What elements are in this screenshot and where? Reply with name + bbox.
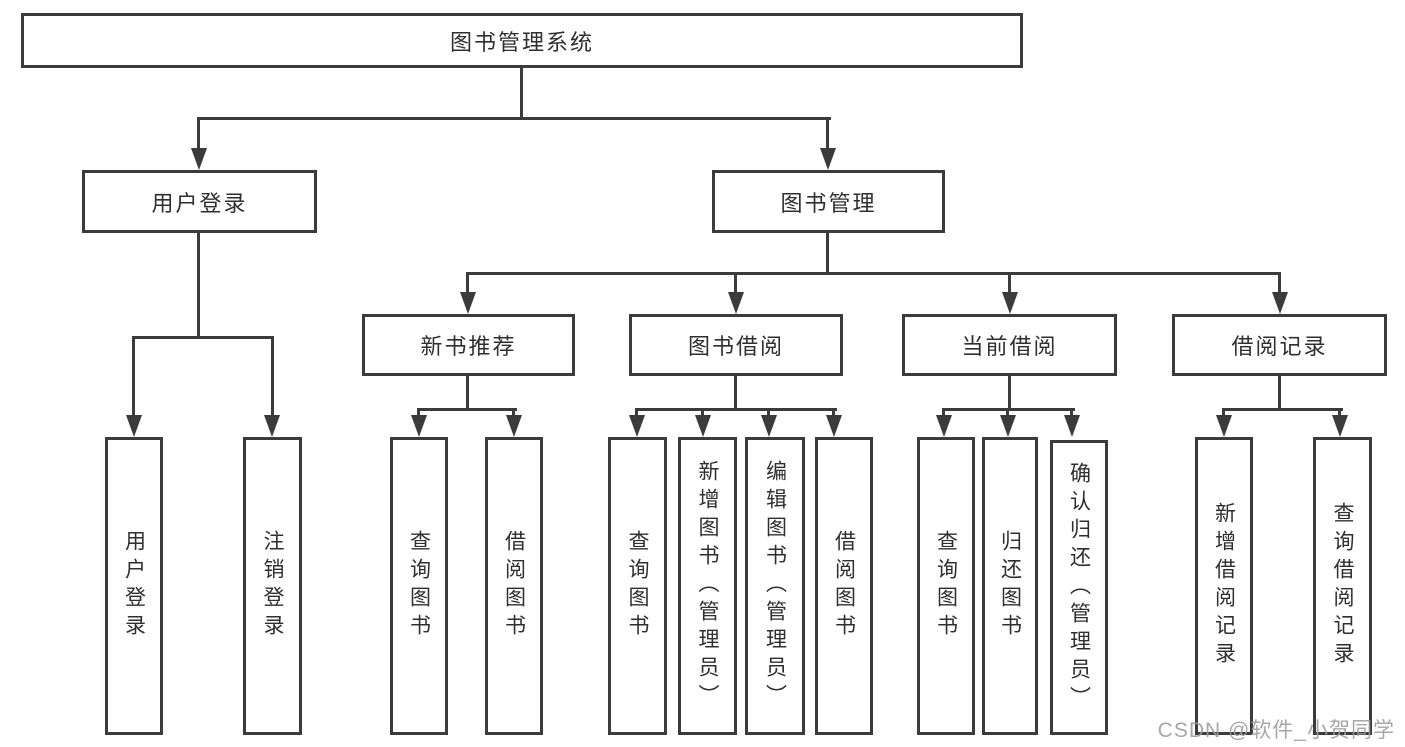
arrow-down-icon	[695, 415, 711, 437]
arrow-down-icon	[936, 415, 952, 437]
connector-line	[1338, 408, 1341, 418]
connector-line	[701, 408, 704, 418]
arrow-down-icon	[1000, 415, 1016, 437]
leaf-label: 确认归还（管理员）	[1067, 461, 1091, 714]
node-new-book-recommend-label: 新书推荐	[420, 334, 517, 359]
node-user-login-label: 用户登录	[151, 190, 248, 216]
arrow-down-icon	[820, 148, 836, 170]
leaf-borrow-books-2: 借阅图书	[815, 437, 873, 735]
arrow-down-icon	[1272, 292, 1288, 314]
leaf-add-borrow-record: 新增借阅记录	[1195, 437, 1253, 735]
node-borrowing-records: 借阅记录	[1172, 314, 1387, 376]
node-system: 图书管理系统	[21, 13, 1023, 68]
leaf-add-books-admin: 新增图书（管理员）	[678, 437, 737, 735]
connector-line	[734, 376, 737, 411]
csdn-watermark: CSDN @软件_小贺同学	[1157, 719, 1395, 742]
leaf-query-books-1: 查询图书	[390, 437, 448, 735]
node-current-borrowing-label: 当前借阅	[961, 334, 1058, 359]
leaf-label: 查询图书	[407, 530, 431, 642]
connector-line	[1008, 376, 1011, 411]
connector-line	[197, 117, 831, 120]
node-system-label: 图书管理系统	[449, 29, 594, 55]
leaf-label: 新增图书（管理员）	[696, 460, 719, 712]
leaf-confirm-return-admin: 确认归还（管理员）	[1050, 440, 1108, 735]
leaf-label: 编辑图书（管理员）	[763, 460, 787, 712]
connector-line	[1008, 272, 1011, 296]
connector-line	[132, 336, 274, 339]
connector-line	[767, 408, 770, 418]
arrow-down-icon	[1332, 415, 1348, 437]
connector-line	[1222, 408, 1225, 418]
arrow-down-icon	[728, 292, 744, 314]
leaf-query-books-3: 查询图书	[917, 437, 975, 735]
connector-line	[271, 336, 274, 418]
arrow-down-icon	[761, 415, 777, 437]
connector-line	[132, 336, 135, 418]
leaf-logout: 注销登录	[243, 437, 302, 735]
node-current-borrowing: 当前借阅	[902, 314, 1117, 376]
arrow-down-icon	[629, 415, 645, 437]
arrow-down-icon	[264, 415, 280, 437]
connector-line	[466, 376, 469, 411]
leaf-label: 用户登录	[122, 530, 146, 642]
connector-line	[734, 272, 737, 296]
arrow-down-icon	[411, 415, 427, 437]
node-user-login: 用户登录	[82, 170, 317, 233]
leaf-label: 查询借阅记录	[1331, 502, 1354, 670]
connector-line	[826, 233, 829, 275]
arrow-down-icon	[126, 415, 142, 437]
node-book-borrowing-label: 图书借阅	[687, 334, 784, 359]
connector-line	[1278, 272, 1281, 296]
connector-line	[1070, 408, 1073, 418]
leaf-label: 借阅图书	[832, 530, 856, 642]
node-book-management: 图书管理	[712, 170, 945, 233]
connector-line	[197, 233, 200, 339]
connector-line	[635, 408, 837, 411]
leaf-label: 查询图书	[626, 530, 649, 642]
leaf-user-login: 用户登录	[105, 437, 163, 735]
node-borrowing-records-label: 借阅记录	[1231, 334, 1328, 359]
arrow-down-icon	[1002, 292, 1018, 314]
connector-line	[1222, 408, 1343, 411]
leaf-label: 归还图书	[998, 530, 1022, 642]
node-new-book-recommend: 新书推荐	[362, 314, 575, 376]
connector-line	[417, 408, 517, 411]
leaf-return-books: 归还图书	[982, 437, 1038, 735]
leaf-query-borrow-record: 查询借阅记录	[1313, 437, 1372, 735]
connector-line	[1006, 408, 1009, 418]
node-book-borrowing: 图书借阅	[629, 314, 843, 376]
leaf-edit-books-admin: 编辑图书（管理员）	[745, 437, 805, 735]
arrow-down-icon	[460, 292, 476, 314]
leaf-query-books-2: 查询图书	[608, 437, 667, 735]
arrow-down-icon	[1064, 415, 1080, 437]
node-book-management-label: 图书管理	[780, 190, 877, 216]
connector-line	[832, 408, 835, 418]
connector-line	[942, 408, 945, 418]
arrow-down-icon	[191, 148, 207, 170]
leaf-label: 新增借阅记录	[1212, 502, 1236, 670]
connector-line	[466, 272, 1281, 275]
arrow-down-icon	[1216, 415, 1232, 437]
connector-line	[826, 117, 829, 151]
leaf-label: 查询图书	[934, 530, 958, 642]
connector-line	[635, 408, 638, 418]
connector-line	[197, 117, 200, 151]
connector-line	[466, 272, 469, 296]
connector-line	[520, 68, 523, 120]
connector-line	[512, 408, 515, 418]
leaf-label: 注销登录	[261, 530, 284, 642]
connector-line	[417, 408, 420, 418]
arrow-down-icon	[826, 415, 842, 437]
leaf-label: 借阅图书	[502, 530, 526, 642]
arrow-down-icon	[506, 415, 522, 437]
leaf-borrow-books-1: 借阅图书	[485, 437, 543, 735]
connector-line	[1278, 376, 1281, 411]
